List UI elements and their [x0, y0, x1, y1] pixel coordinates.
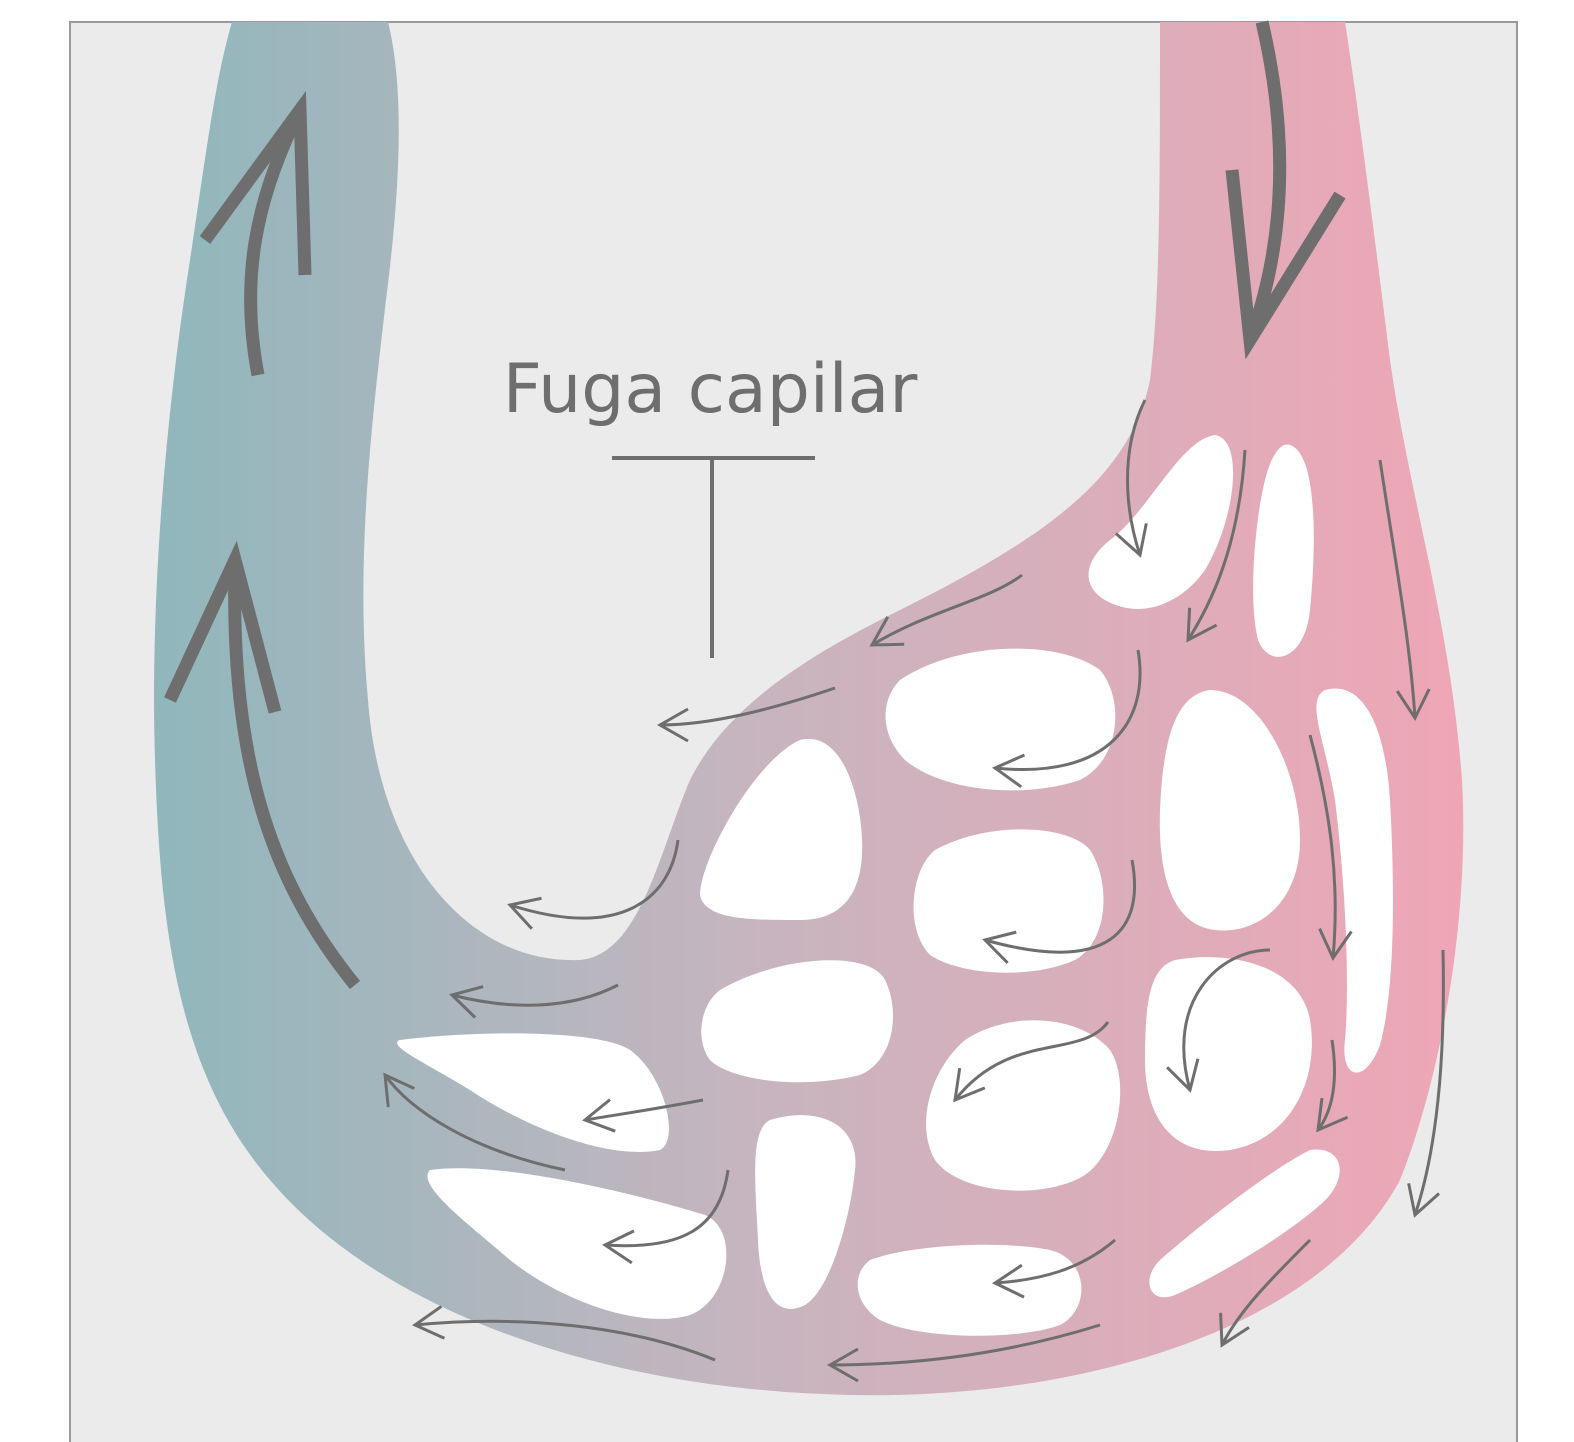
tissue-cell: [858, 1245, 1082, 1336]
fuga-capilar-label: Fuga capilar: [503, 350, 918, 429]
